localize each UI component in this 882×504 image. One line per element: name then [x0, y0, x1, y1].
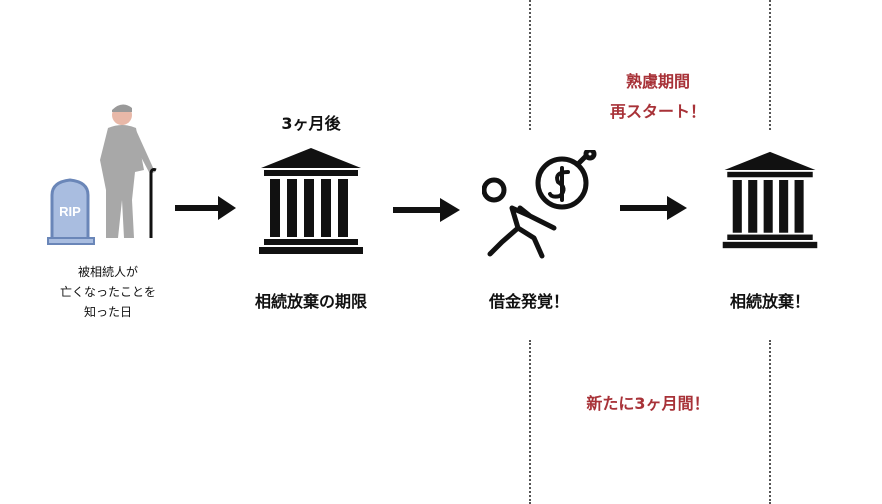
arrow-right-icon [175, 196, 236, 220]
tombstone-text: RIP [59, 204, 81, 219]
tombstone-and-elder-illustration: RIP [47, 104, 157, 245]
step1-label: 被相続人が 亡くなったことを 知った日 [60, 262, 156, 322]
step1-label-line: 被相続人が [77, 265, 139, 279]
debt-discovered-label: 借金発覚！ [488, 292, 570, 311]
new-period-label: 新たに3ヶ月間！ [586, 394, 710, 413]
divider-top-1 [529, 0, 531, 130]
debt-burden-icon [482, 150, 597, 259]
restart-line2: 再スタート！ [609, 102, 707, 121]
step1-label-line: 知った日 [83, 305, 133, 319]
renunciation-label: 相続放棄！ [729, 292, 811, 311]
courthouse-icon [259, 148, 363, 254]
divider-top-2 [769, 0, 771, 130]
divider-bottom-2 [769, 340, 771, 504]
three-months-later-label: 3ヶ月後 [281, 114, 341, 133]
divider-bottom-1 [529, 340, 531, 504]
restart-line1: 熟慮期間 [625, 72, 691, 91]
step1-label-line: 亡くなったことを [59, 285, 157, 299]
arrow-right-icon [620, 196, 687, 220]
tombstone-icon: RIP [47, 178, 95, 245]
renunciation-deadline-label: 相続放棄の期限 [254, 292, 368, 311]
arrow-right-icon [393, 198, 460, 222]
courthouse-icon [722, 151, 818, 249]
cane-icon [149, 168, 157, 238]
elderly-man-icon [100, 104, 155, 238]
